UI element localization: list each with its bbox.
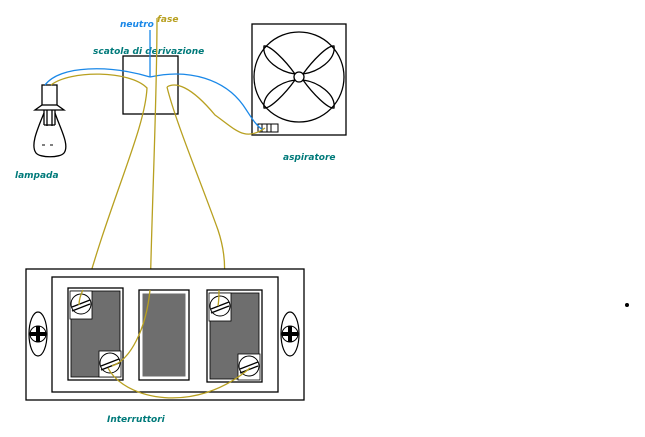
junction-box-label: scatola di derivazione xyxy=(93,47,204,57)
switch-1[interactable] xyxy=(67,287,124,381)
switch-2[interactable] xyxy=(138,289,190,381)
stray-dot xyxy=(625,303,629,307)
fase-label: fase xyxy=(157,15,178,25)
switch-plate xyxy=(25,268,305,401)
neutro-label: neutro xyxy=(120,20,154,30)
fan-label: aspiratore xyxy=(283,153,336,163)
fan-icon xyxy=(251,23,347,136)
lamp-label: lampada xyxy=(15,171,59,181)
phase-wire-switch-segments xyxy=(78,289,251,399)
neutral-wire xyxy=(44,30,264,131)
mounting-screw-left xyxy=(28,311,48,357)
switches-label: Interruttori xyxy=(107,415,166,425)
mounting-screw-right xyxy=(280,311,300,357)
switch-3[interactable] xyxy=(206,289,263,383)
lamp-icon xyxy=(32,84,67,158)
